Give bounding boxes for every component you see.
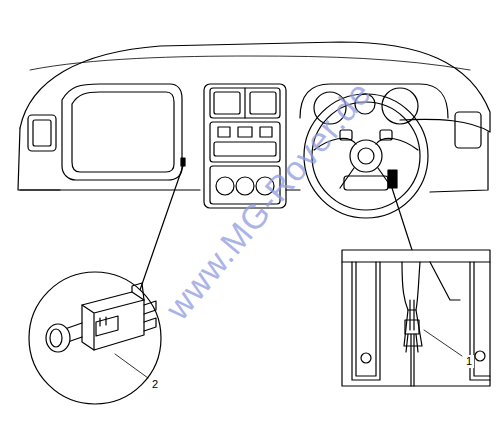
dash-right-end xyxy=(430,132,488,192)
pedal-switch xyxy=(46,283,156,352)
right-vent xyxy=(455,112,481,148)
left-vent-inner xyxy=(33,120,51,146)
callout-number: 2 xyxy=(150,378,160,391)
dash-left-end xyxy=(18,128,60,190)
dash-top xyxy=(20,42,490,132)
callout-number: 1 xyxy=(464,355,474,368)
leader-line xyxy=(115,354,148,378)
radio-slot xyxy=(214,142,276,156)
inset-frame xyxy=(342,250,490,386)
steering-badge xyxy=(358,148,374,164)
leader-line xyxy=(140,166,183,290)
vent-divider xyxy=(244,88,245,118)
vent-right xyxy=(250,92,276,114)
switch-panel xyxy=(210,122,280,162)
heater-knob xyxy=(216,177,234,195)
passenger-panel xyxy=(62,84,182,180)
wheel-switch xyxy=(380,130,392,140)
column-detail xyxy=(342,262,490,386)
leader-line xyxy=(392,188,412,250)
switch-marker xyxy=(181,158,185,166)
vent-left xyxy=(214,92,240,114)
switch-button xyxy=(260,127,272,137)
passenger-panel-inner xyxy=(72,92,174,172)
column-switch-marker xyxy=(388,170,397,188)
centre-vents xyxy=(210,88,280,118)
switch-button xyxy=(218,127,230,137)
inset-circle xyxy=(29,272,161,404)
wheel-lower-pad xyxy=(344,176,388,190)
left-vent xyxy=(28,115,56,151)
steering-spokes-lower xyxy=(340,168,392,188)
leader-line xyxy=(424,330,462,356)
steering-hub xyxy=(350,140,382,172)
switch-button xyxy=(238,127,252,137)
dash-crease xyxy=(30,56,470,70)
